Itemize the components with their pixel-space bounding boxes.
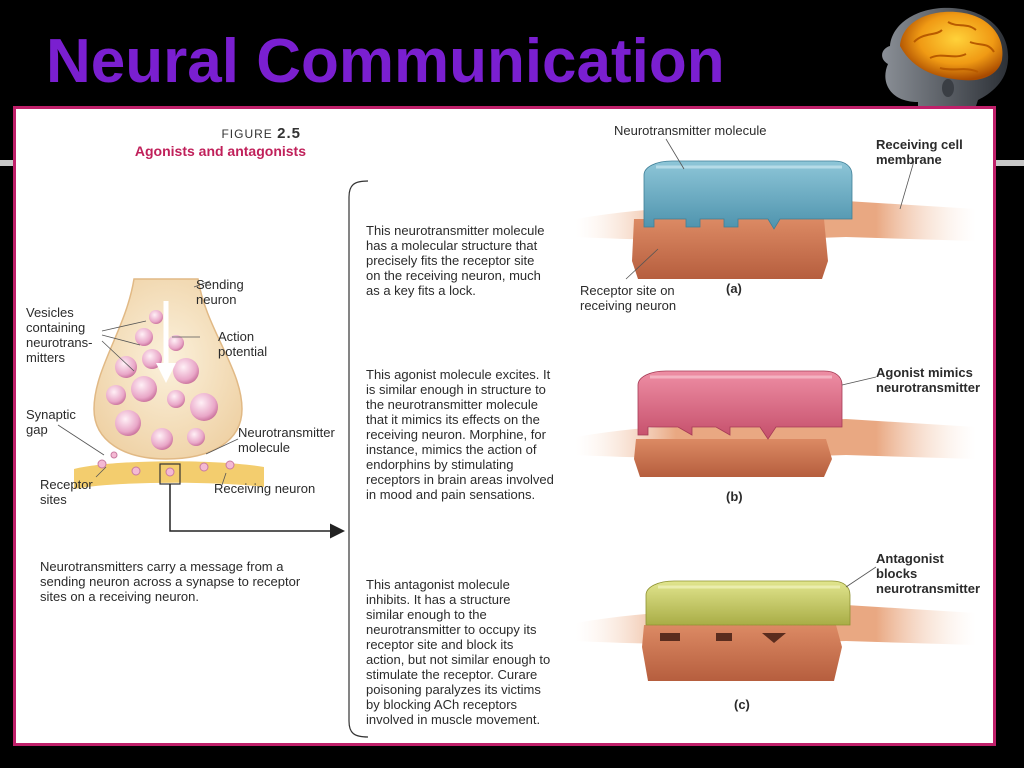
panel-c-text: This antagonist molecule inhibits. It ha… [366,577,551,727]
panel-b-text: This agonist molecule excites. It is sim… [366,367,554,502]
slide-title: Neural Communication [46,27,725,96]
label-neurotransmitter-molecule-a: Neurotransmitter molecule [614,123,767,138]
block-leader-lines [625,138,915,588]
label-receiving-neuron: Receiving neuron [214,481,316,496]
connector-arrow [169,484,345,539]
label-vesicles: Vesicles containing neurotrans- mitters [26,305,93,365]
label-agonist: Agonist mimics neurotransmitter [876,365,981,395]
label-receptor-site: Receptor site on receiving neuron [580,283,677,313]
panel-a-text: This neurotransmitter molecule has a mol… [366,223,545,298]
receiving-neuron-surface [74,451,264,489]
label-antagonist: Antagonist blocks neurotransmitter [876,551,981,596]
figure-illustration [57,138,976,738]
panel-bracket [348,180,369,738]
neuron-leader-lines [57,280,239,486]
label-receptor-sites: Receptor sites [40,477,93,507]
label-action-potential: Action potential [218,329,268,359]
receptor-block-b [576,370,976,477]
receptor-block-a [576,160,976,279]
label-sending-neuron: Sending neuron [196,277,244,307]
panel-a-letter: (a) [726,281,742,296]
brain-head-icon [882,7,1009,112]
label-receiving-cell-membrane: Receiving cell membrane [876,137,963,167]
figure-panel: FIGURE 2.5 Agonists and antagonists Send… [13,106,996,746]
label-synaptic-gap: Synaptic gap [26,407,76,437]
figure-title: Agonists and antagonists [134,143,306,159]
panel-c-letter: (c) [734,697,750,712]
panel-b-letter: (b) [726,489,743,504]
figure-caption: Neurotransmitters carry a message from a… [40,559,301,604]
label-neurotransmitter-molecule: Neurotransmitter molecule [238,425,335,455]
figure-number: FIGURE 2.5 [221,125,301,142]
receptor-block-c [576,580,976,681]
